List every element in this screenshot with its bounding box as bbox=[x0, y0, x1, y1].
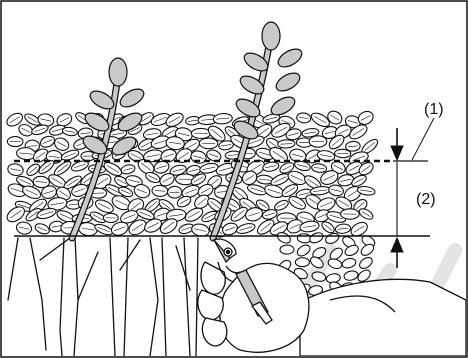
hedge-leaf bbox=[280, 245, 294, 254]
hedge-leaf bbox=[295, 258, 309, 267]
label-2: (2) bbox=[416, 191, 436, 208]
label-1: (1) bbox=[424, 101, 444, 118]
